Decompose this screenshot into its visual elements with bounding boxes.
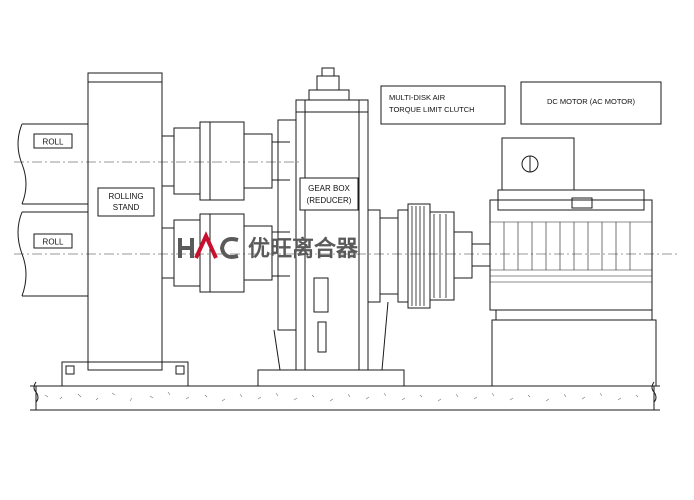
dc-motor (489, 137, 657, 387)
roll-top-label: ROLL (43, 138, 64, 147)
motor-label: DC MOTOR (AC MOTOR) (547, 97, 636, 106)
clutch-label-line2: TORQUE LIMIT CLUTCH (389, 105, 475, 114)
clutch-label-box (380, 85, 506, 125)
upper-spindle (161, 121, 290, 201)
roll-top (17, 123, 88, 205)
roll-bottom-label-box (33, 233, 73, 249)
hac-watermark: 优旺离合器 (178, 231, 359, 262)
rolling-stand (61, 72, 189, 387)
roll-bottom-label: ROLL (43, 238, 64, 247)
rolling-stand-label-line1: ROLLING (108, 192, 143, 201)
clutch-label-line1: MULTI-DISK AIR (389, 93, 446, 102)
gear-box-label-line1: GEAR BOX (308, 184, 350, 193)
gear-box-label-line2: (REDUCER) (307, 196, 352, 205)
watermark-text: 优旺离合器 (248, 236, 359, 262)
roll-top-label-box (33, 133, 73, 149)
rolling-stand-label-box (97, 187, 155, 217)
air-clutch (397, 203, 491, 309)
gear-box-label-box (299, 177, 359, 211)
motor-label-box (520, 81, 662, 125)
gear-box (257, 67, 405, 387)
shaft-centerlines (14, 161, 680, 255)
roll-bottom (17, 211, 88, 297)
rolling-stand-label-line2: STAND (113, 203, 140, 212)
hac-logo (178, 231, 239, 259)
